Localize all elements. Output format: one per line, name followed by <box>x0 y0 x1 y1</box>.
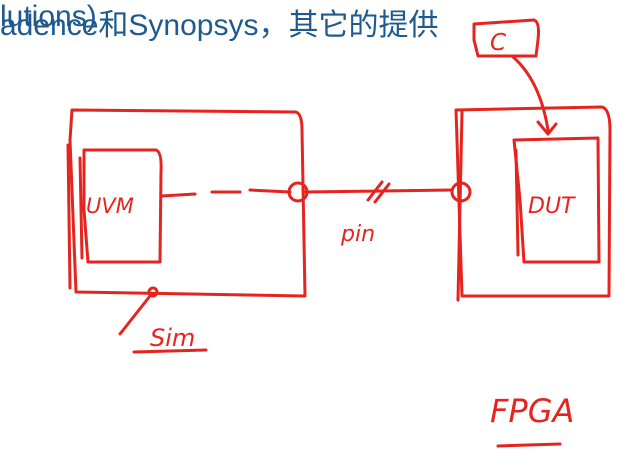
fpga-label: FPGA <box>490 392 574 430</box>
uvm-to-port-line <box>160 188 292 198</box>
fpga-box-left-edge <box>456 110 464 302</box>
uvm-label: UVM <box>86 194 134 218</box>
pin-bus-slash <box>366 180 391 204</box>
c-to-dut-arrow <box>510 54 558 136</box>
pin-line <box>303 188 454 194</box>
dut-box-left-edge <box>514 148 520 257</box>
sim-underline <box>132 348 208 354</box>
slide-top-text: adence和Synopsys，其它的提供 <box>0 9 439 42</box>
dut-box <box>512 136 601 264</box>
uvm-box-left-edge <box>78 156 84 260</box>
slide-bottom-text: lutions) <box>0 0 97 33</box>
sim-box <box>68 108 307 298</box>
dut-label: DUT <box>528 194 576 219</box>
uvm-box <box>82 148 163 264</box>
fpga-underline <box>496 442 562 448</box>
sim-pointer-line <box>118 294 152 336</box>
pin-label: pin <box>340 222 375 247</box>
sim-pointer-dot <box>147 286 159 298</box>
fpga-box <box>454 105 612 298</box>
c-label: C <box>490 30 506 56</box>
c-box <box>472 18 540 58</box>
sim-box-inner-left-edge <box>66 143 72 290</box>
sim-label: Sim <box>150 324 195 352</box>
